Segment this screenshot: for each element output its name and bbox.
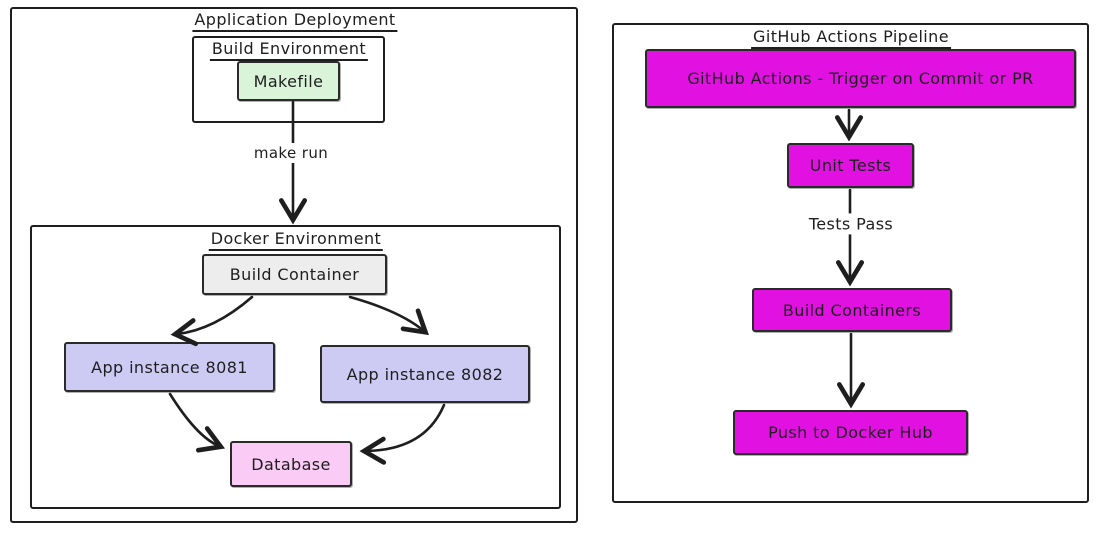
github-actions-pipeline-container	[612, 23, 1089, 503]
build-containers-node: Build Containers	[752, 288, 952, 332]
app-instance-8081-label: App instance 8081	[91, 357, 248, 377]
build-container-node: Build Container	[202, 254, 387, 295]
github-trigger-node: GitHub Actions - Trigger on Commit or PR	[645, 49, 1076, 108]
github-trigger-label: GitHub Actions - Trigger on Commit or PR	[687, 69, 1034, 88]
application-deployment-title: Application Deployment	[192, 10, 398, 33]
app-instance-8081-node: App instance 8081	[64, 342, 275, 392]
build-environment-title: Build Environment	[209, 39, 369, 62]
app-instance-8082-label: App instance 8082	[346, 364, 504, 384]
unit-tests-label: Unit Tests	[809, 156, 892, 175]
make-run-edge-label: make run	[247, 143, 335, 163]
application-deployment-container	[10, 7, 578, 523]
makefile-node: Makefile	[237, 61, 340, 101]
app-instance-8082-node: App instance 8082	[320, 345, 530, 403]
unit-tests-node: Unit Tests	[787, 143, 914, 188]
docker-environment-title: Docker Environment	[208, 229, 384, 252]
build-containers-label: Build Containers	[782, 300, 922, 320]
build-container-label: Build Container	[229, 265, 360, 284]
github-actions-pipeline-title: GitHub Actions Pipeline	[751, 27, 951, 50]
push-docker-hub-node: Push to Docker Hub	[733, 410, 968, 455]
push-docker-hub-label: Push to Docker Hub	[768, 423, 933, 442]
database-node: Database	[230, 441, 352, 487]
tests-pass-edge-label: Tests Pass	[802, 213, 900, 235]
docker-environment-container	[30, 225, 561, 509]
build-environment-container	[192, 36, 385, 123]
makefile-label: Makefile	[253, 71, 324, 91]
database-label: Database	[251, 454, 331, 474]
